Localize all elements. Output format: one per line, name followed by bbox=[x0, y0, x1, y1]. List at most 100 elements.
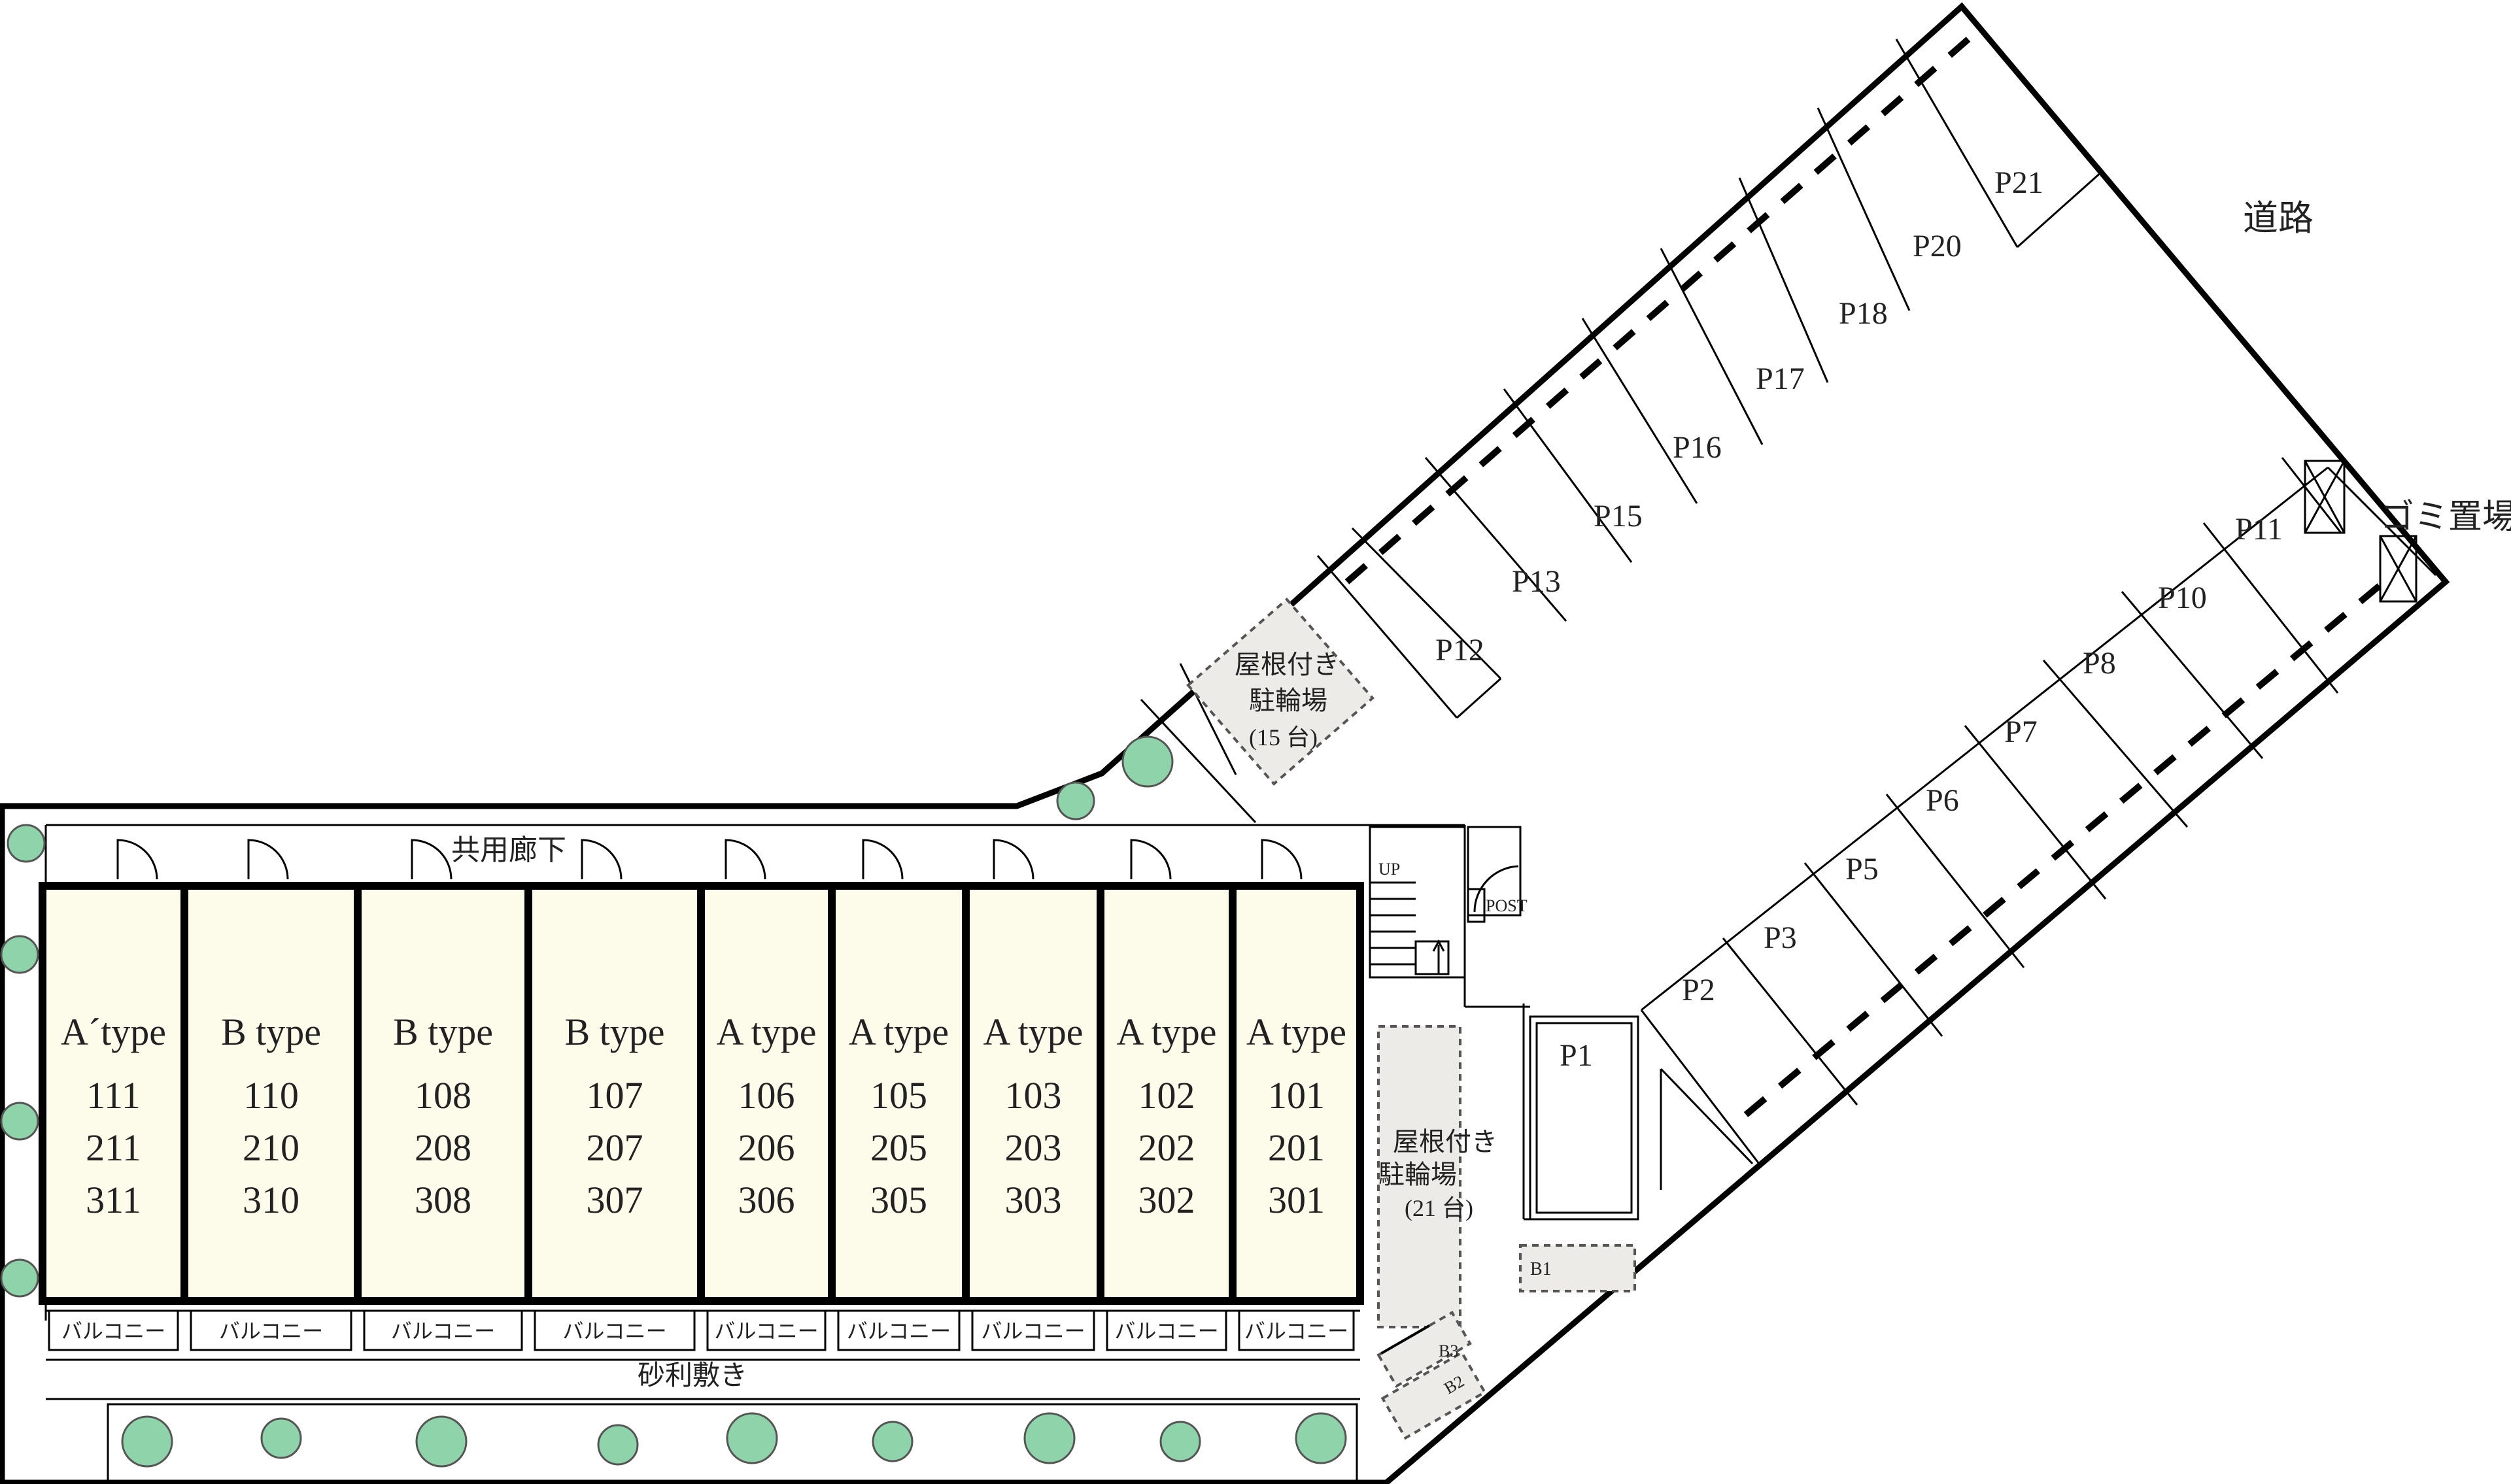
room-number: 310 bbox=[243, 1179, 299, 1221]
room-number: 206 bbox=[738, 1126, 795, 1169]
door-icon bbox=[725, 839, 766, 880]
room-number: 207 bbox=[587, 1126, 643, 1169]
parking-p12: P12 bbox=[1435, 633, 1484, 667]
door-icon bbox=[1261, 839, 1303, 880]
parking-p11: P11 bbox=[2235, 512, 2283, 547]
room-number: 105 bbox=[870, 1074, 927, 1117]
balcony-label: バルコニー bbox=[847, 1319, 951, 1343]
room-number: 102 bbox=[1138, 1074, 1195, 1117]
parking-p21: P21 bbox=[1994, 165, 2043, 200]
door-icon bbox=[862, 839, 904, 880]
door-icon bbox=[1130, 839, 1172, 880]
trees bbox=[0, 735, 1347, 1468]
parking-p17: P17 bbox=[1756, 362, 1805, 396]
room-number: 106 bbox=[738, 1074, 795, 1117]
post-label: POST bbox=[1486, 896, 1528, 915]
tree-icon bbox=[1159, 1421, 1201, 1462]
balcony bbox=[1238, 1309, 1355, 1351]
parking-p15: P15 bbox=[1594, 499, 1643, 533]
balcony-label: バルコニー bbox=[981, 1319, 1085, 1343]
tree-icon bbox=[872, 1421, 914, 1462]
parking-p1-label: P1 bbox=[1560, 1038, 1593, 1073]
room-number: 311 bbox=[86, 1179, 141, 1221]
stairs bbox=[1370, 881, 1450, 975]
room-number: 302 bbox=[1138, 1179, 1195, 1221]
balcony-label: バルコニー bbox=[1114, 1319, 1218, 1343]
room-number: 101 bbox=[1268, 1074, 1325, 1117]
room-number: 205 bbox=[870, 1126, 927, 1169]
room-number: 203 bbox=[1005, 1126, 1062, 1169]
door-icon bbox=[247, 839, 289, 880]
parking-row-lower bbox=[1640, 457, 2437, 1164]
bike-parking-21-line2: 駐輪場 bbox=[1378, 1160, 1457, 1189]
tree-icon bbox=[1023, 1412, 1076, 1464]
bike-parking-21-line3: (21 台) bbox=[1405, 1195, 1473, 1221]
bike-spot-b2 bbox=[1380, 1351, 1487, 1440]
tree-icon bbox=[0, 935, 39, 974]
corridor-label: 共用廊下 bbox=[451, 834, 566, 866]
parking-row-upper bbox=[1316, 37, 2103, 719]
parking-p2: P2 bbox=[1682, 973, 1715, 1007]
gravel-label: 砂利敷き bbox=[638, 1361, 747, 1391]
tree-icon bbox=[0, 1258, 39, 1298]
balcony bbox=[190, 1309, 352, 1351]
up-label: UP bbox=[1378, 860, 1400, 879]
parking-p13: P13 bbox=[1512, 564, 1561, 599]
unit-type-label: B type bbox=[393, 1011, 493, 1053]
balcony bbox=[48, 1309, 179, 1351]
unit-box bbox=[962, 882, 1104, 1305]
unit-type-label: B type bbox=[221, 1011, 321, 1053]
svg-text:B1: B1 bbox=[1530, 1259, 1552, 1279]
balcony bbox=[534, 1309, 696, 1351]
tree-strip bbox=[107, 1403, 1358, 1484]
tree-icon bbox=[415, 1415, 468, 1468]
tree-icon bbox=[121, 1415, 173, 1468]
room-number: 202 bbox=[1138, 1126, 1195, 1169]
garbage-area bbox=[2304, 460, 2417, 603]
unit-type-label: A type bbox=[1246, 1011, 1346, 1053]
balcony-label: バルコニー bbox=[61, 1319, 165, 1343]
door-icon bbox=[993, 839, 1034, 880]
bike-parking-21-line1: 屋根付き bbox=[1393, 1127, 1497, 1156]
balcony-label: バルコニー bbox=[391, 1319, 495, 1343]
unit-box bbox=[1097, 882, 1237, 1305]
door-icon bbox=[411, 839, 453, 880]
parking-p20: P20 bbox=[1913, 229, 1962, 263]
unit-type-label: A type bbox=[983, 1011, 1083, 1053]
parking-p6: P6 bbox=[1926, 783, 1959, 818]
parking-p7: P7 bbox=[2004, 715, 2038, 749]
room-number: 211 bbox=[86, 1126, 141, 1169]
balcony-row: バルコニー バルコニー バルコニー バルコニー バルコニー バルコニー バルコニー バルコニー… bbox=[48, 1309, 1355, 1351]
room-number: 305 bbox=[870, 1179, 927, 1221]
unit-box bbox=[180, 882, 362, 1305]
bike-parking-21 bbox=[1377, 1025, 1461, 1328]
room-number: 107 bbox=[587, 1074, 643, 1117]
parking-p3: P3 bbox=[1764, 920, 1797, 955]
room-number: 108 bbox=[415, 1074, 471, 1117]
bike-parking-15 bbox=[1186, 598, 1375, 786]
bike-spot-b3 bbox=[1376, 1310, 1472, 1389]
balcony-label: バルコニー bbox=[562, 1319, 666, 1343]
balcony-label: バルコニー bbox=[714, 1319, 818, 1343]
parking-p5: P5 bbox=[1845, 852, 1879, 886]
garbage-label: ゴミ置場 bbox=[2380, 498, 2511, 536]
svg-text:B3: B3 bbox=[1439, 1341, 1458, 1360]
tree-icon bbox=[1121, 735, 1174, 788]
unit-box bbox=[1229, 882, 1364, 1305]
door-icon bbox=[581, 839, 623, 880]
balcony-label: バルコニー bbox=[1244, 1319, 1348, 1343]
balcony bbox=[706, 1309, 827, 1351]
unit-type-label: A´type bbox=[61, 1011, 166, 1053]
tree-icon bbox=[7, 824, 46, 863]
room-number: 210 bbox=[243, 1126, 299, 1169]
balcony bbox=[363, 1309, 523, 1351]
bike-spot-b1 bbox=[1519, 1244, 1636, 1292]
room-number: 301 bbox=[1268, 1179, 1325, 1221]
room-number: 103 bbox=[1005, 1074, 1062, 1117]
